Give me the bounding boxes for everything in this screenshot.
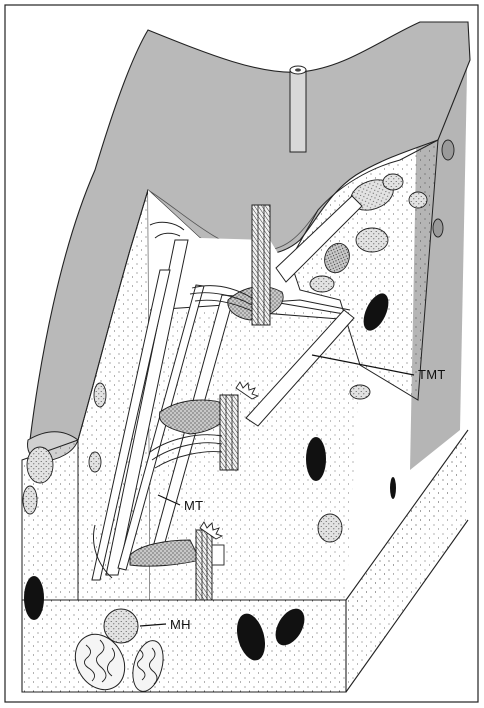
label-mh: MH: [170, 617, 191, 632]
mh-body: [104, 609, 138, 643]
label-tmt: TMT: [418, 367, 446, 382]
block-right-lower-face: [346, 430, 468, 692]
label-mt: MT: [184, 498, 203, 513]
cilium: [290, 66, 306, 152]
